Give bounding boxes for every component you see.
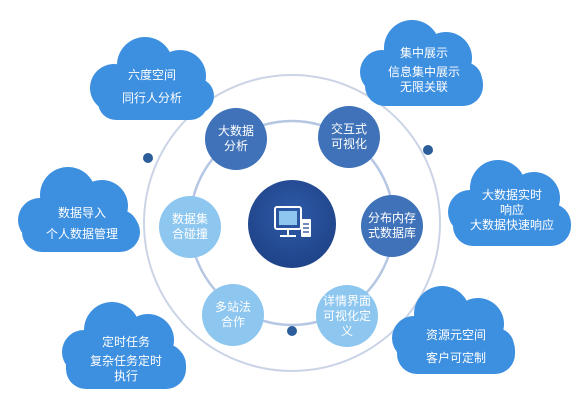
cloud-line: 无限关联 (399, 80, 448, 94)
node-line: 分布内存 (367, 211, 416, 225)
cloud-bottom-right (392, 286, 515, 374)
cloud-line: 个人数据管理 (45, 227, 118, 241)
cloud-line: 执行 (113, 369, 138, 383)
cloud-bottom-left (62, 302, 186, 389)
node-interactive-visual-text: 交互式 可视化 (319, 122, 379, 152)
cloud-mid-left-text: 数据导入 个人数据管理 (36, 206, 128, 242)
cloud-line: 客户可定制 (425, 351, 486, 365)
ring-dot (287, 326, 297, 336)
ring-dot (423, 145, 433, 155)
node-distributed-db-text: 分布内存 式数据库 (362, 211, 422, 241)
node-line: 多站法 (214, 300, 251, 314)
node-distributed-db (361, 195, 423, 257)
cloud-bottom-right-text: 资源元空间 客户可定制 (410, 328, 502, 366)
cloud-line: 大数据实时 (481, 188, 542, 202)
node-line: 大数据 (217, 124, 254, 138)
cloud-mid-right (448, 160, 571, 246)
cloud-line: 复杂任务定时 (89, 354, 162, 368)
node-big-data-analysis-text: 大数据 分析 (206, 124, 266, 154)
cloud-mid-right-text: 大数据实时 响应 大数据快速响应 (462, 188, 562, 233)
node-line: 可视化定 (322, 309, 371, 323)
computer-monitor-icon (274, 206, 311, 237)
node-line: 分析 (223, 139, 248, 153)
cloud-line: 定时任务 (101, 335, 150, 349)
cloud-top-right (360, 20, 483, 106)
node-line: 合作 (220, 315, 245, 329)
cloud-top-right-text: 集中展示 信息集中展示 无限关联 (380, 46, 468, 95)
ring-dot (143, 153, 153, 163)
node-line: 式数据库 (367, 226, 416, 240)
cloud-bottom-left-text: 定时任务 复杂任务定时 执行 (76, 335, 176, 384)
node-line: 义 (340, 324, 353, 338)
node-dataset-collision-text: 数据集 合碰撞 (160, 212, 220, 242)
node-dataset-collision (159, 196, 221, 258)
node-line: 合碰撞 (171, 227, 208, 241)
cloud-line: 集中展示 (399, 46, 448, 60)
node-detail-ui-text: 详情界面 可视化定 义 (317, 294, 377, 339)
node-line: 可视化 (330, 137, 367, 151)
cloud-mid-left (18, 167, 140, 252)
node-multi-station (202, 284, 264, 346)
cloud-line: 信息集中展示 (387, 65, 460, 79)
node-line: 交互式 (330, 122, 367, 136)
cloud-top-left (90, 37, 214, 120)
cloud-line: 大数据快速响应 (469, 218, 554, 232)
node-multi-station-text: 多站法 合作 (203, 300, 263, 330)
node-line: 数据集 (171, 212, 208, 226)
cloud-line: 数据导入 (57, 206, 106, 220)
node-interactive-visual (318, 106, 380, 168)
outer-ring (143, 74, 441, 372)
cloud-line: 同行人分析 (121, 91, 182, 105)
cloud-line: 资源元空间 (425, 328, 486, 342)
cloud-top-left-text: 六度空间 同行人分析 (112, 68, 192, 106)
cloud-line: 六度空间 (127, 68, 176, 82)
node-detail-ui (316, 285, 378, 347)
cloud-line: 响应 (499, 203, 524, 217)
node-line: 详情界面 (322, 294, 371, 308)
node-big-data-analysis (205, 108, 267, 170)
